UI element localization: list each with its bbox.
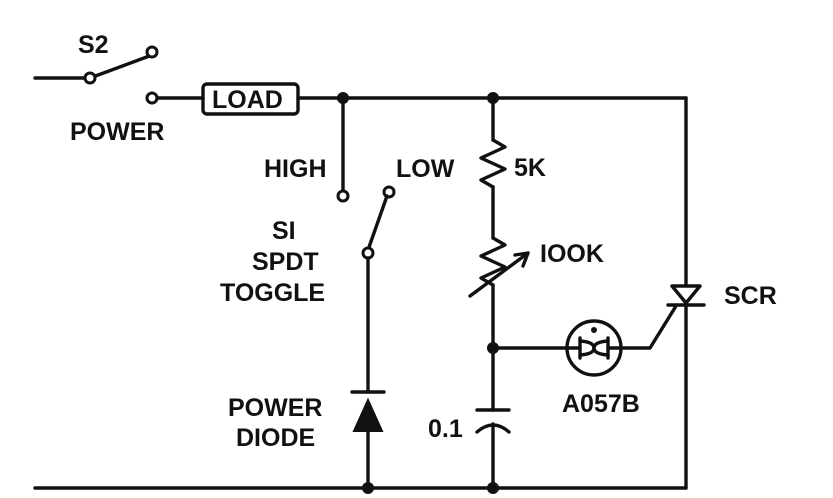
resistor-5k-label: 5K <box>514 154 546 182</box>
pot-adjust-arrow <box>468 251 530 298</box>
scr-label: SCR <box>724 282 777 310</box>
s2-power-switch <box>33 45 205 105</box>
capacitor-symbol <box>475 408 511 490</box>
junction-dot <box>487 482 499 494</box>
high-label: HIGH <box>264 155 327 183</box>
diac-symbol <box>565 319 623 377</box>
power-diode-label-1: POWER <box>228 394 322 422</box>
gate-wire <box>619 304 678 350</box>
scr-symbol <box>666 284 706 307</box>
s2-open-terminal <box>145 45 159 59</box>
diac-label: A057B <box>562 390 640 418</box>
load-label: LOAD <box>212 86 283 114</box>
power-diode-symbol <box>350 390 386 490</box>
s2-pivot-terminal <box>83 71 97 85</box>
s2-label: S2 <box>78 31 109 59</box>
resistor-5k-symbol <box>479 138 507 189</box>
s1-switch-blade <box>366 194 389 252</box>
pot-100k-symbol <box>479 236 507 287</box>
power-label: POWER <box>70 118 164 146</box>
toggle-label: TOGGLE <box>220 279 325 307</box>
capacitor-label: 0.1 <box>428 415 463 443</box>
power-diode-label-2: DIODE <box>236 424 315 452</box>
s1-high-terminal <box>336 189 350 203</box>
pot-100k-label: IOOK <box>540 240 604 268</box>
pot-arrowhead <box>513 251 530 268</box>
spdt-label: SPDT <box>252 248 319 276</box>
s1-label: SI <box>272 217 296 245</box>
junction-dot <box>362 482 374 494</box>
low-label: LOW <box>396 155 455 183</box>
